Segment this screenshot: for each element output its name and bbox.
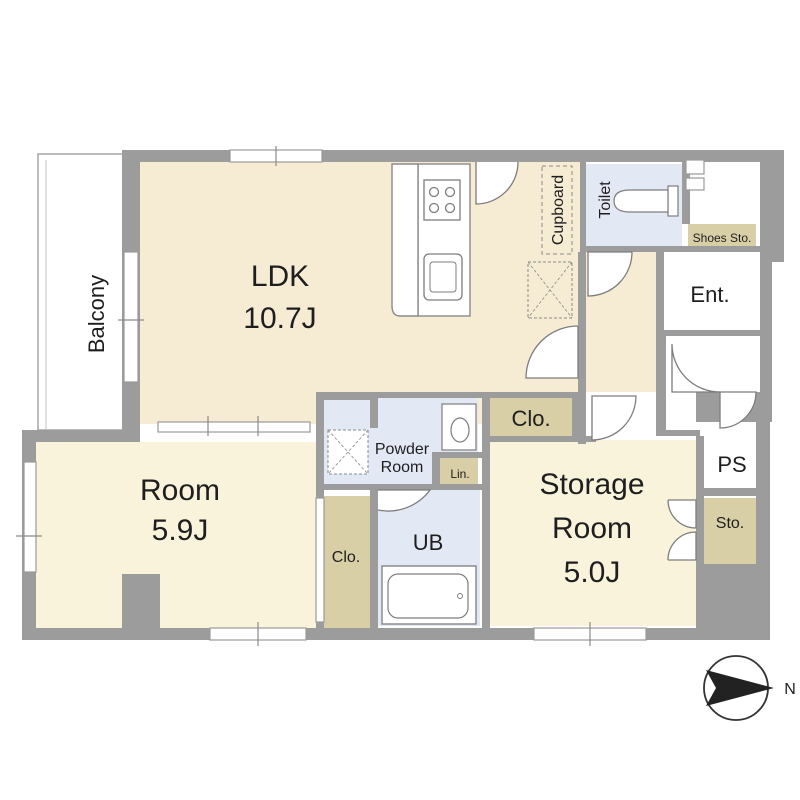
- windows: [16, 146, 705, 646]
- storage-size: 5.0J: [564, 556, 621, 589]
- storage-label-2: Room: [552, 512, 632, 545]
- powder-label: Powder: [375, 441, 430, 458]
- sto-label: Sto.: [716, 515, 744, 532]
- compass-label: N: [784, 681, 796, 698]
- sto-floor: [704, 498, 756, 564]
- room-floor: [36, 442, 316, 628]
- doors: [377, 161, 757, 561]
- storage-floor: [488, 440, 696, 626]
- toilet-label: Toilet: [597, 181, 614, 219]
- toilet-icon: [613, 185, 679, 217]
- storage-label: Storage: [539, 468, 644, 501]
- ldk-size: 10.7J: [243, 302, 316, 335]
- bathtub-icon: [381, 565, 477, 625]
- clo-left-label: Clo.: [332, 549, 360, 566]
- ldk-floor: [138, 160, 580, 424]
- washer-space-icon: [327, 429, 369, 475]
- powder-label-2: Room: [381, 459, 424, 476]
- room-size: 5.9J: [152, 514, 209, 547]
- clo-top-label: Clo.: [511, 406, 550, 431]
- ub-label: UB: [413, 530, 444, 555]
- cupboard-outline: [541, 165, 573, 255]
- shoes-label: Shoes Sto.: [693, 231, 752, 245]
- shoes-floor: [688, 224, 756, 250]
- stove-icon: [423, 179, 461, 221]
- entrance-label: Ent.: [690, 282, 729, 307]
- wash-basin-icon: [441, 403, 477, 451]
- linen-floor: [440, 458, 478, 486]
- ldk-label: LDK: [251, 260, 309, 293]
- balcony-label: Balcony: [84, 275, 109, 353]
- clo-top-floor: [490, 398, 572, 438]
- linen-label: Lin.: [450, 467, 469, 481]
- cupboard-label: Cupboard: [550, 175, 567, 245]
- balcony: [37, 153, 129, 431]
- north-arrow-icon: [703, 655, 774, 721]
- clo-left-floor: [322, 496, 370, 628]
- entrance-floor: [662, 252, 758, 330]
- fridge-space-icon: [527, 261, 573, 319]
- sink-icon: [423, 253, 463, 301]
- room-label: Room: [140, 474, 220, 507]
- ps-label: PS: [717, 452, 746, 477]
